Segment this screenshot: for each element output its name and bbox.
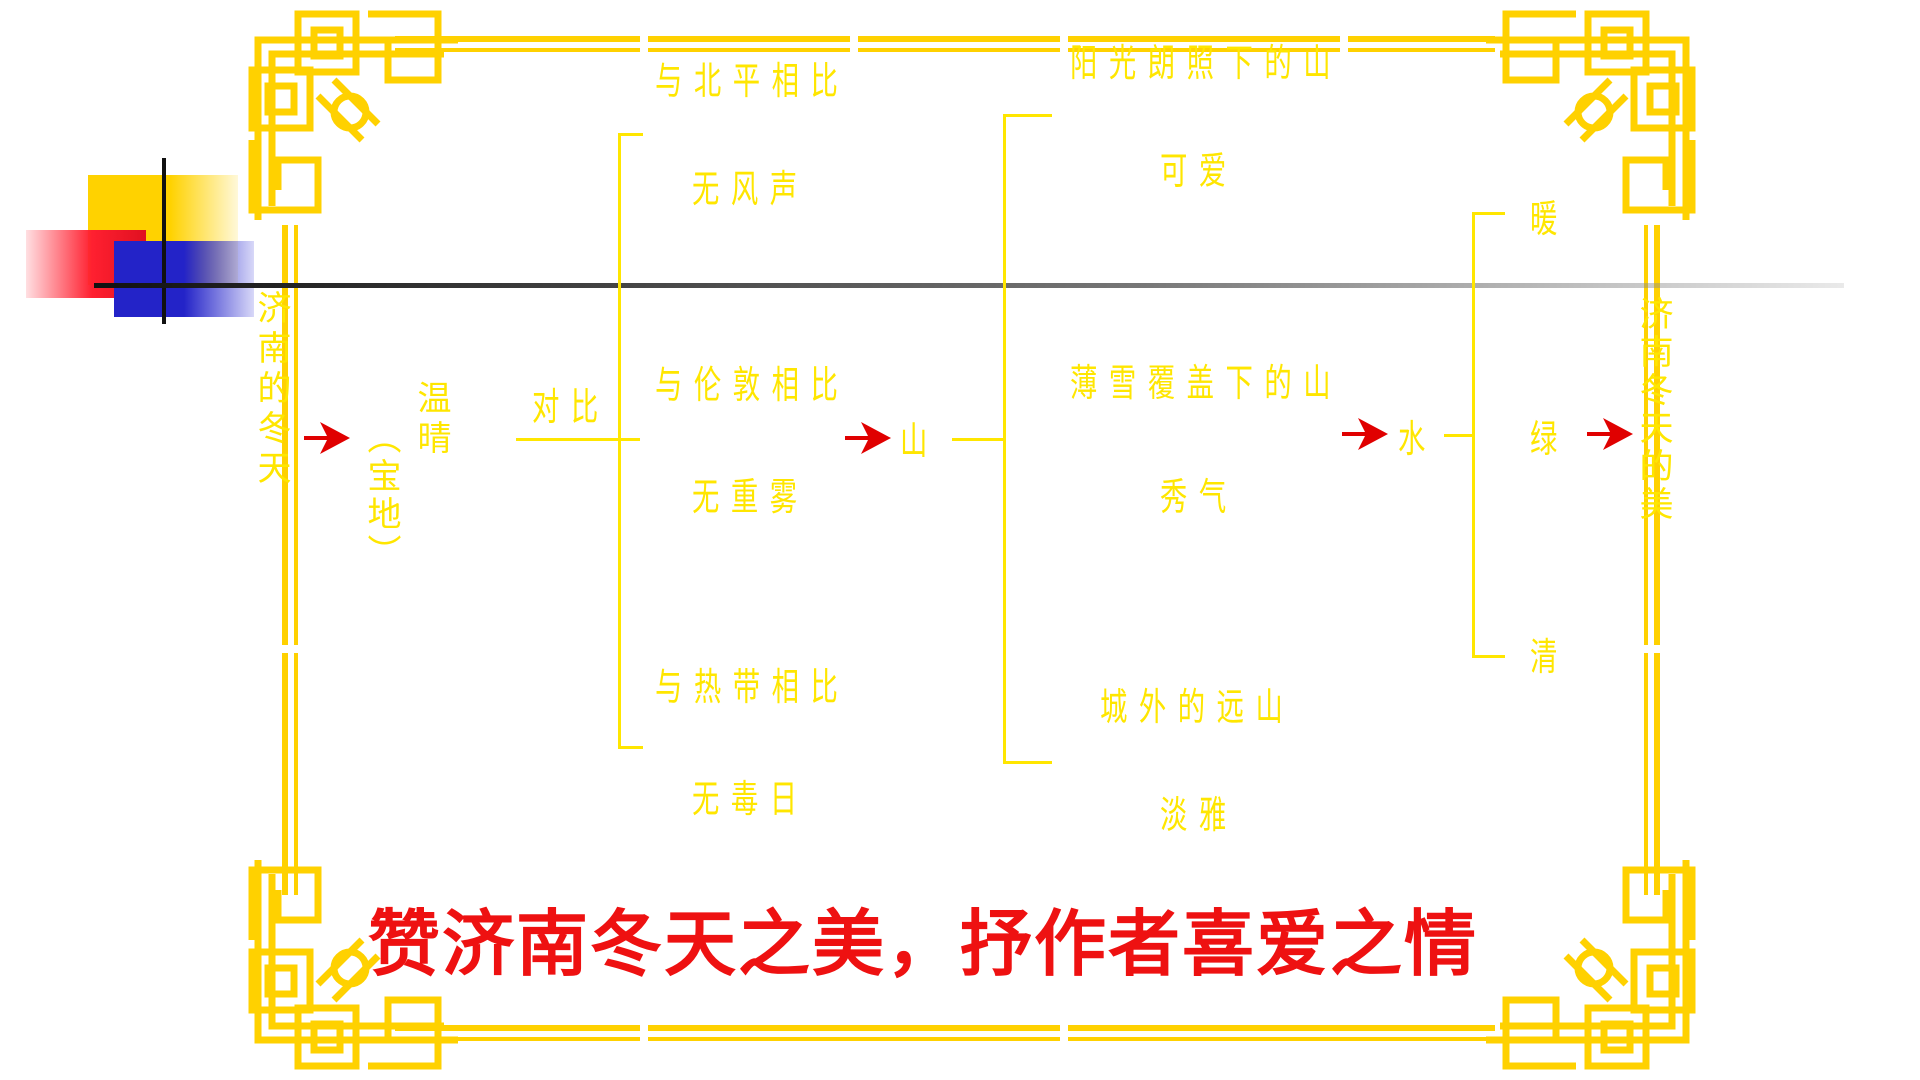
mountain-label: 山 [900,419,939,463]
arrow-icon [1342,418,1388,450]
mountain-scene-snow: 薄雪覆盖下的山 [1070,361,1343,405]
water-bracket [1472,212,1505,658]
compare-beiping: 与北平相比 [655,59,850,103]
connector-line [952,438,1004,441]
frame-gap [1340,34,1348,54]
corner-ornament-icon [1486,860,1696,1070]
frame-gap [1060,1023,1068,1043]
comparisons-bracket [618,133,643,749]
connector-line [516,438,640,441]
water-quality-clear: 清 [1530,635,1569,679]
arrow-icon [845,422,891,454]
frame-bottom-line-inner [395,1037,1495,1041]
arrow-icon [1587,418,1633,450]
connector-line [1444,434,1472,437]
decor-blue-square [114,241,254,317]
left-title: 济南的冬天 [251,290,291,490]
frame-gap [1642,645,1662,653]
frame-right-line [1654,225,1660,895]
mountain-quality-lovely: 可爱 [1160,149,1238,193]
corner-ornament-icon [1486,10,1696,220]
frame-gap [850,34,858,54]
mountain-bracket [1003,114,1052,764]
compare-tropics: 与热带相比 [655,665,850,709]
water-quality-warm: 暖 [1530,197,1569,241]
water-label: 水 [1398,417,1437,461]
result-no-wind: 无风声 [692,167,809,211]
conclusion-text: 赞济南冬天之美，抒作者喜爱之情 [368,902,1479,986]
result-no-harsh-sun: 无毒日 [692,777,809,821]
decor-vertical-line [162,158,166,324]
mountain-scene-sunlit: 阳光朗照下的山 [1070,41,1343,85]
weather-main: 温晴 [411,380,451,460]
frame-gap [280,645,300,653]
corner-ornament-icon [248,860,458,1070]
frame-left-line [282,225,288,895]
frame-left-line-inner [294,225,298,895]
result-no-fog: 无重雾 [692,475,809,519]
compare-london: 与伦敦相比 [655,363,850,407]
corner-ornament-icon [248,10,458,220]
decor-horizontal-line [94,283,1844,288]
mountain-quality-elegant: 秀气 [1160,475,1238,519]
frame-gap [1060,34,1068,54]
contrast-label: 对比 [532,385,610,429]
arrow-icon [304,422,350,454]
water-quality-green: 绿 [1530,417,1569,461]
mountain-scene-distant: 城外的远山 [1100,685,1295,729]
frame-top-line-inner [395,48,1495,52]
frame-gap [640,34,648,54]
right-title: 济南冬天的美 [1633,296,1673,524]
frame-gap [640,1023,648,1043]
weather-sub: （宝地） [361,420,401,572]
frame-top-line [395,36,1495,42]
mountain-quality-serene: 淡雅 [1160,793,1238,837]
frame-right-line-inner [1644,225,1648,895]
frame-bottom-line [395,1025,1495,1031]
